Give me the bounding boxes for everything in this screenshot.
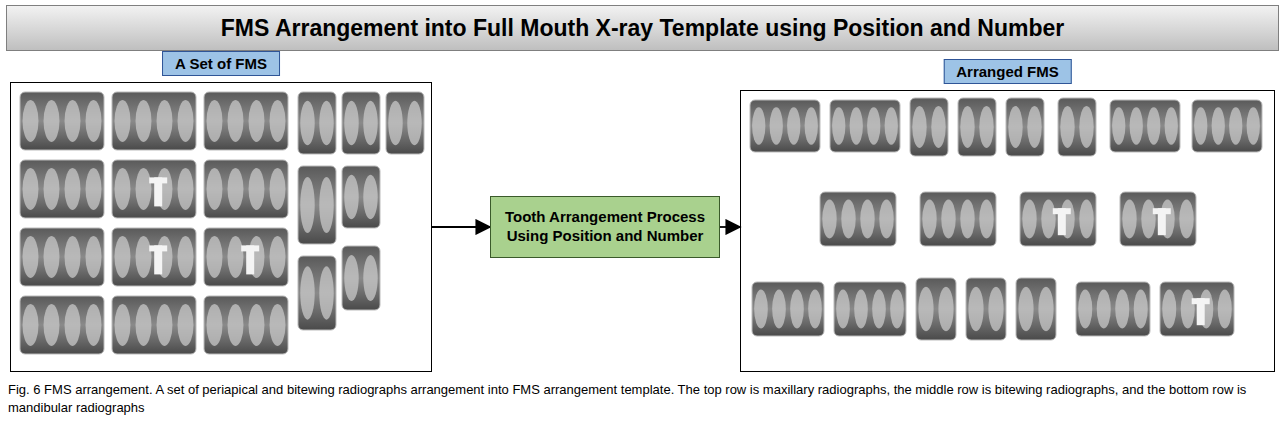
radiograph-thumbnail: [750, 100, 820, 152]
process-label: Tooth Arrangement Process Using Position…: [501, 208, 709, 246]
flow-arrow: [432, 226, 490, 228]
flow-arrow: [720, 226, 740, 228]
radiograph-thumbnail: [204, 92, 288, 150]
figure-caption: Fig. 6 FMS arrangement. A set of periapi…: [8, 381, 1276, 417]
radiograph-thumbnail: [298, 92, 336, 154]
radiograph-thumbnail: [1110, 100, 1180, 152]
radiograph-thumbnail: [966, 278, 1006, 340]
radiograph-thumbnail: [112, 296, 196, 354]
radiograph-thumbnail: [204, 228, 288, 286]
film-panel: Arranged FMS: [740, 90, 1275, 372]
radiograph-thumbnail: [20, 92, 104, 150]
radiograph-thumbnail: [342, 166, 380, 228]
radiograph-thumbnail: [204, 296, 288, 354]
radiograph-thumbnail: [830, 100, 900, 152]
radiograph-thumbnail: [1120, 192, 1196, 246]
radiograph-thumbnail: [752, 282, 824, 336]
radiograph-thumbnail: [298, 256, 336, 330]
radiograph-thumbnail: [386, 92, 424, 154]
radiograph-thumbnail: [298, 166, 336, 244]
radiograph-thumbnail: [1016, 278, 1056, 340]
radiograph-thumbnail: [20, 296, 104, 354]
radiograph-thumbnail: [920, 192, 996, 246]
panel-heading: A Set of FMS: [162, 51, 280, 76]
radiograph-thumbnail: [910, 98, 948, 156]
radiograph-thumbnail: [820, 192, 896, 246]
title-banner: FMS Arrangement into Full Mouth X-ray Te…: [6, 5, 1279, 51]
radiograph-thumbnail: [112, 228, 196, 286]
radiograph-thumbnail: [834, 282, 906, 336]
radiograph-thumbnail: [204, 160, 288, 218]
radiograph-thumbnail: [342, 92, 380, 154]
radiograph-thumbnail: [20, 228, 104, 286]
process-box: Tooth Arrangement Process Using Position…: [490, 196, 720, 258]
film-panel: A Set of FMS: [10, 82, 432, 372]
radiograph-thumbnail: [1160, 282, 1234, 336]
radiograph-thumbnail: [112, 160, 196, 218]
radiograph-thumbnail: [1192, 100, 1262, 152]
radiograph-thumbnail: [342, 246, 380, 310]
radiograph-thumbnail: [20, 160, 104, 218]
radiograph-thumbnail: [1076, 282, 1150, 336]
radiograph-thumbnail: [958, 98, 996, 156]
title-text: FMS Arrangement into Full Mouth X-ray Te…: [221, 15, 1064, 42]
radiograph-thumbnail: [1058, 98, 1096, 156]
radiograph-thumbnail: [112, 92, 196, 150]
radiograph-thumbnail: [1020, 192, 1096, 246]
radiograph-thumbnail: [916, 278, 956, 340]
radiograph-thumbnail: [1006, 98, 1044, 156]
panel-heading: Arranged FMS: [943, 59, 1072, 84]
